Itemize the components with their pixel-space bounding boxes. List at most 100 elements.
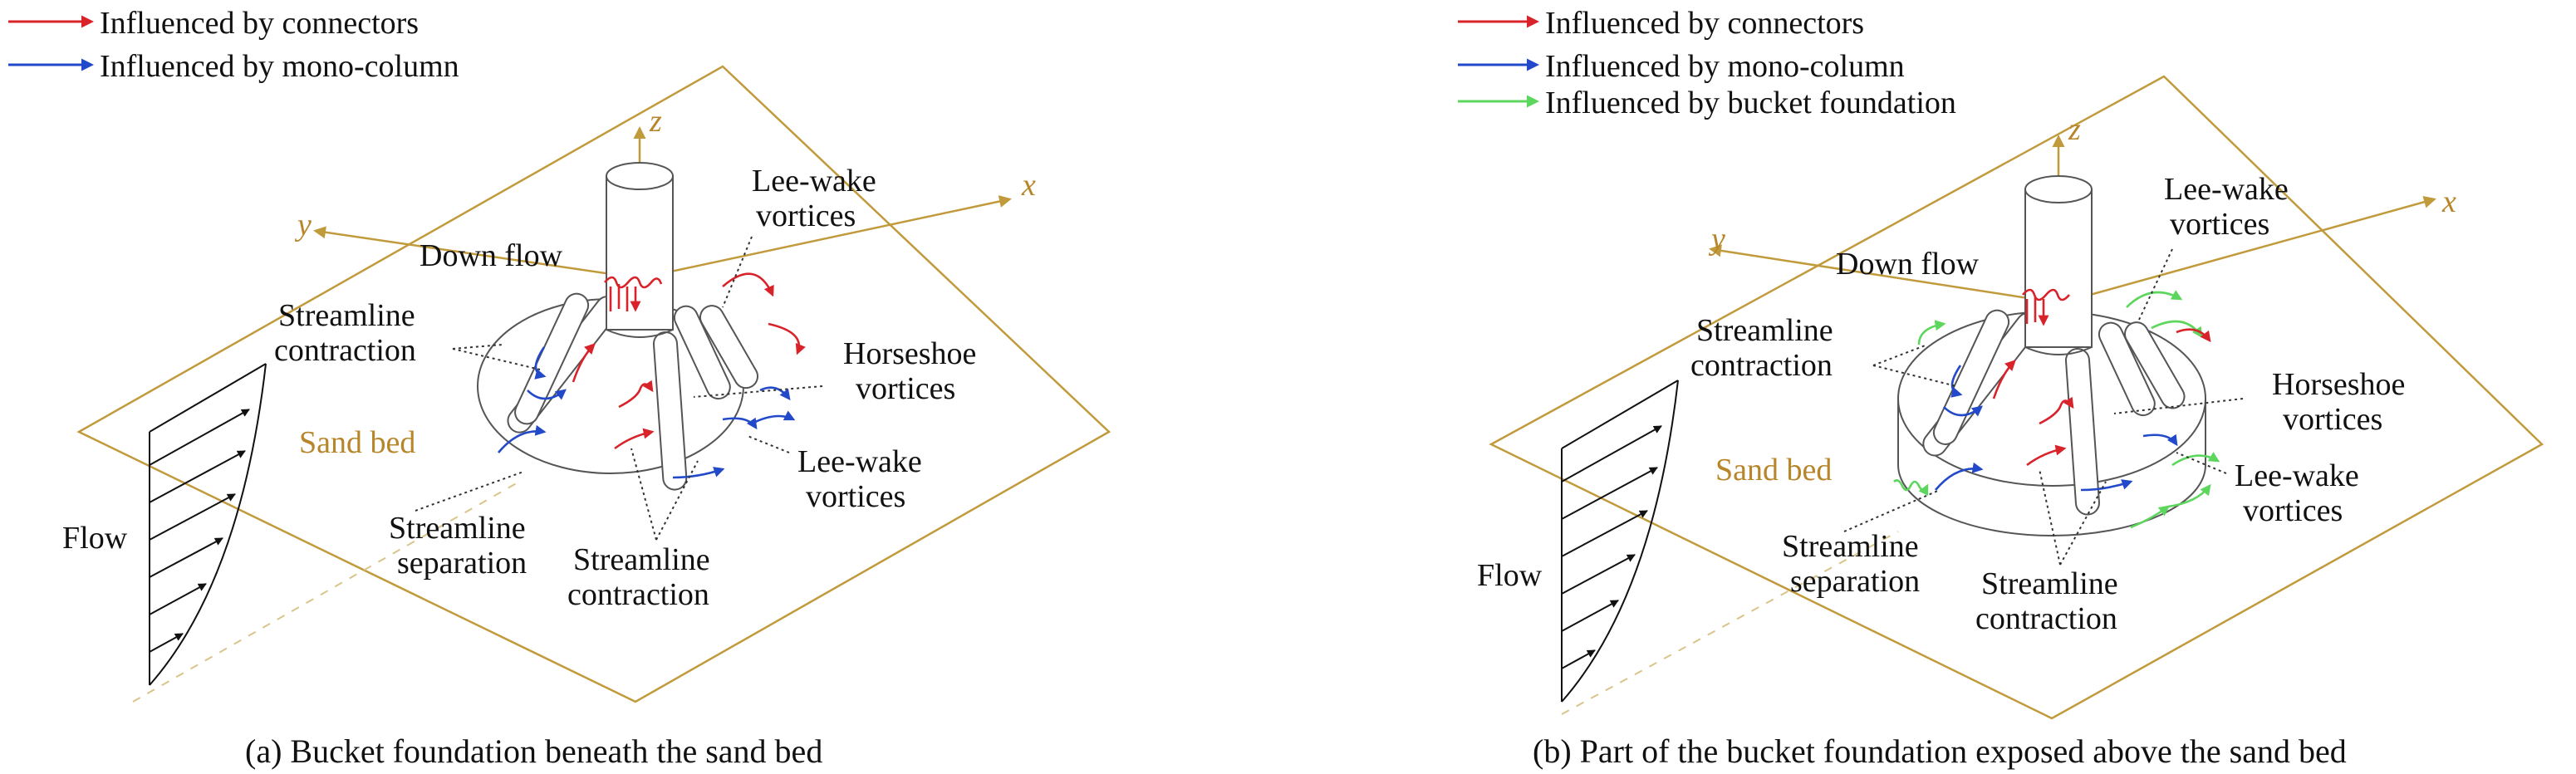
profile-arrow	[1561, 425, 1662, 483]
mono-column-b	[2024, 175, 2093, 355]
connector-flow-arrow	[1992, 360, 2016, 399]
down-flow-vortex	[604, 276, 663, 289]
z-axis-label: z	[649, 104, 662, 139]
leader-line	[2138, 248, 2173, 321]
legend-mono-column-label: Influenced by mono-column	[100, 49, 459, 84]
x-axis	[2059, 195, 2436, 305]
horseshoe-arrow	[722, 417, 758, 430]
label-lee-wake-top-2: vortices	[2170, 207, 2269, 242]
label-streamline-separation: Streamline	[389, 511, 526, 546]
connector-rod	[652, 331, 688, 491]
profile-arrow	[149, 409, 250, 466]
label-streamline-contraction-left-2: contraction	[274, 333, 416, 368]
label-streamline-contraction-bottom: Streamline	[1981, 566, 2118, 601]
profile-arrow	[1561, 649, 1596, 669]
label-horseshoe-2: vortices	[856, 371, 955, 406]
label-flow: Flow	[62, 521, 128, 556]
connector-flow-arrow	[572, 343, 596, 383]
horseshoe-arrow	[618, 380, 654, 409]
legend-connectors-label: Influenced by connectors	[1545, 6, 1864, 41]
leader-line	[2039, 468, 2061, 566]
z-axis-label: z	[2068, 112, 2081, 147]
mono-column	[2024, 189, 2093, 348]
x-axis-label: x	[1021, 168, 1036, 203]
leader-line	[2059, 481, 2107, 566]
connector-rod	[2064, 347, 2100, 516]
connector-rod	[1932, 309, 2010, 445]
mono-column-top	[606, 162, 674, 190]
profile-arrow	[1561, 510, 1648, 557]
horseshoe-arrow	[2142, 434, 2178, 447]
connectors-a	[507, 292, 758, 491]
caption-a: (a) Bucket foundation beneath the sand b…	[245, 732, 822, 770]
label-horseshoe: Horseshoe	[843, 336, 976, 371]
down-flow-arrows	[2025, 297, 2044, 324]
bucket-influence-arrow	[1893, 479, 1929, 497]
horseshoe-arrow	[2039, 396, 2074, 425]
leader-line	[693, 385, 823, 398]
contraction-arrow	[527, 389, 567, 400]
label-horseshoe: Horseshoe	[2272, 367, 2405, 402]
label-down-flow: Down flow	[420, 238, 563, 273]
connectors-b	[1922, 309, 2186, 516]
legend-connectors-label: Influenced by connectors	[100, 6, 419, 41]
label-streamline-contraction-left: Streamline	[1696, 313, 1833, 348]
leader-line	[722, 236, 753, 308]
label-horseshoe-2: vortices	[2283, 402, 2382, 437]
profile-top	[149, 363, 267, 433]
flow-profile-b	[1561, 380, 1679, 703]
label-lee-wake-right: Lee-wake	[797, 444, 922, 479]
label-streamline-contraction-bottom-2: contraction	[567, 577, 709, 612]
profile-curve	[149, 363, 267, 686]
contraction-arrow	[2026, 444, 2067, 467]
flow-profile-a	[149, 363, 267, 686]
profile-arrow	[149, 583, 207, 615]
connector-rod	[673, 305, 731, 400]
flow-arrows-a	[498, 272, 806, 479]
lee-wake-arrow	[2176, 328, 2211, 343]
leader-line	[1872, 365, 1957, 387]
leader-line	[747, 435, 790, 453]
label-streamline-contraction-left: Streamline	[278, 298, 415, 333]
profile-arrow	[149, 537, 223, 578]
y-axis	[1709, 244, 2061, 305]
label-sand-bed: Sand bed	[1715, 453, 1832, 487]
legend-bucket-label: Influenced by bucket foundation	[1545, 86, 1956, 120]
label-flow: Flow	[1477, 558, 1543, 593]
bucket-influence-arrow	[2130, 505, 2171, 529]
bucket-influence-arrow	[2126, 290, 2183, 308]
profile-arrow	[1561, 600, 1619, 632]
leader-line	[452, 344, 503, 350]
leader-line	[2113, 398, 2244, 414]
contraction-arrow	[614, 428, 655, 450]
label-lee-wake-top-2: vortices	[756, 198, 856, 233]
separation-arrow	[1935, 462, 1984, 491]
sand-bed-hidden-edge	[1561, 531, 1899, 715]
leader-line	[1872, 344, 1928, 366]
profile-arrow	[149, 633, 184, 653]
label-lee-wake-right-2: vortices	[2243, 493, 2343, 528]
label-lee-wake-top: Lee-wake	[2164, 172, 2289, 207]
sand-bed-hidden-edge	[132, 481, 520, 703]
label-lee-wake-right-2: vortices	[806, 479, 905, 514]
down-flow-arrows	[609, 284, 635, 311]
sand-bed-plane	[76, 65, 1111, 703]
label-lee-wake-top: Lee-wake	[752, 164, 876, 198]
panel-a: Influenced by connectors Influenced by m…	[8, 6, 1111, 770]
leader-line	[452, 348, 541, 370]
connector-rod	[2098, 321, 2156, 417]
label-sand-bed: Sand bed	[299, 425, 415, 460]
leaders-a	[415, 236, 823, 541]
down-flow-vortex	[2022, 288, 2070, 301]
connector-rod	[699, 305, 758, 389]
mono-column-a	[606, 162, 674, 338]
lee-wake-arrow	[672, 467, 725, 479]
label-streamline-separation-2: separation	[1790, 564, 1920, 599]
profile-arrow	[1561, 467, 1658, 520]
legend-a: Influenced by connectors Influenced by m…	[8, 6, 459, 84]
lee-wake-arrow	[2080, 479, 2133, 492]
contraction-arrow	[1950, 365, 1963, 398]
mono-column	[606, 175, 674, 331]
label-down-flow: Down flow	[1836, 247, 1980, 282]
legend-b: Influenced by connectors Influenced by m…	[1458, 6, 1956, 120]
